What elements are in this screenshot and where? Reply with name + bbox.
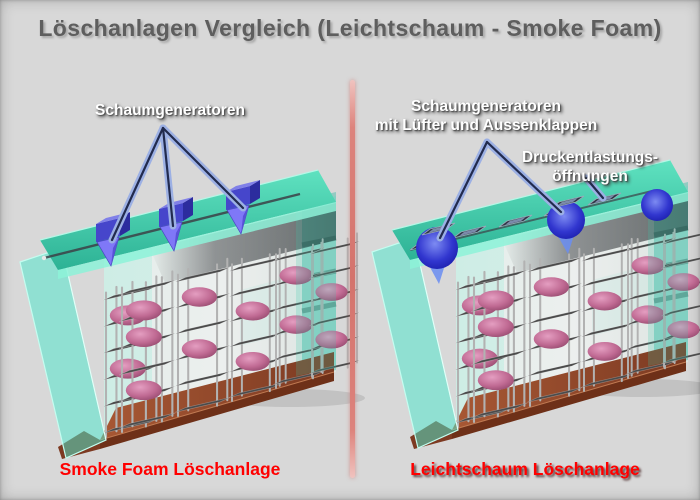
- smoke-foam-illustration: [20, 124, 365, 459]
- right-annotation-vents-line2: öffnungen: [552, 168, 628, 185]
- right-annotation-vents: Druckentlastungs- öffnungen: [495, 148, 685, 186]
- right-annotation-arrows: [436, 138, 607, 242]
- right-annotation-generators-line1: Schaumgeneratoren: [411, 98, 561, 115]
- leichtschaum-caption: Leichtschaum Löschanlage: [410, 459, 640, 479]
- right-annotation-vents-line1: Druckentlastungs-: [521, 149, 659, 166]
- right-annotation-generators: Schaumgeneratoren mit Lüfter und Aussenk…: [355, 97, 617, 135]
- red-divider: [350, 80, 355, 478]
- page-title: Löschanlagen Vergleich (Leichtschaum - S…: [38, 15, 662, 41]
- leichtschaum-illustration: [372, 138, 700, 449]
- right-annotation-generators-line2: mit Lüfter und Aussenklappen: [374, 117, 598, 134]
- left-annotation-arrows: [108, 124, 247, 244]
- smoke-foam-caption: Smoke Foam Löschanlage: [59, 459, 281, 479]
- left-annotation-generators: Schaumgeneratoren: [20, 101, 320, 120]
- left-annotation-text: Schaumgeneratoren: [95, 102, 245, 119]
